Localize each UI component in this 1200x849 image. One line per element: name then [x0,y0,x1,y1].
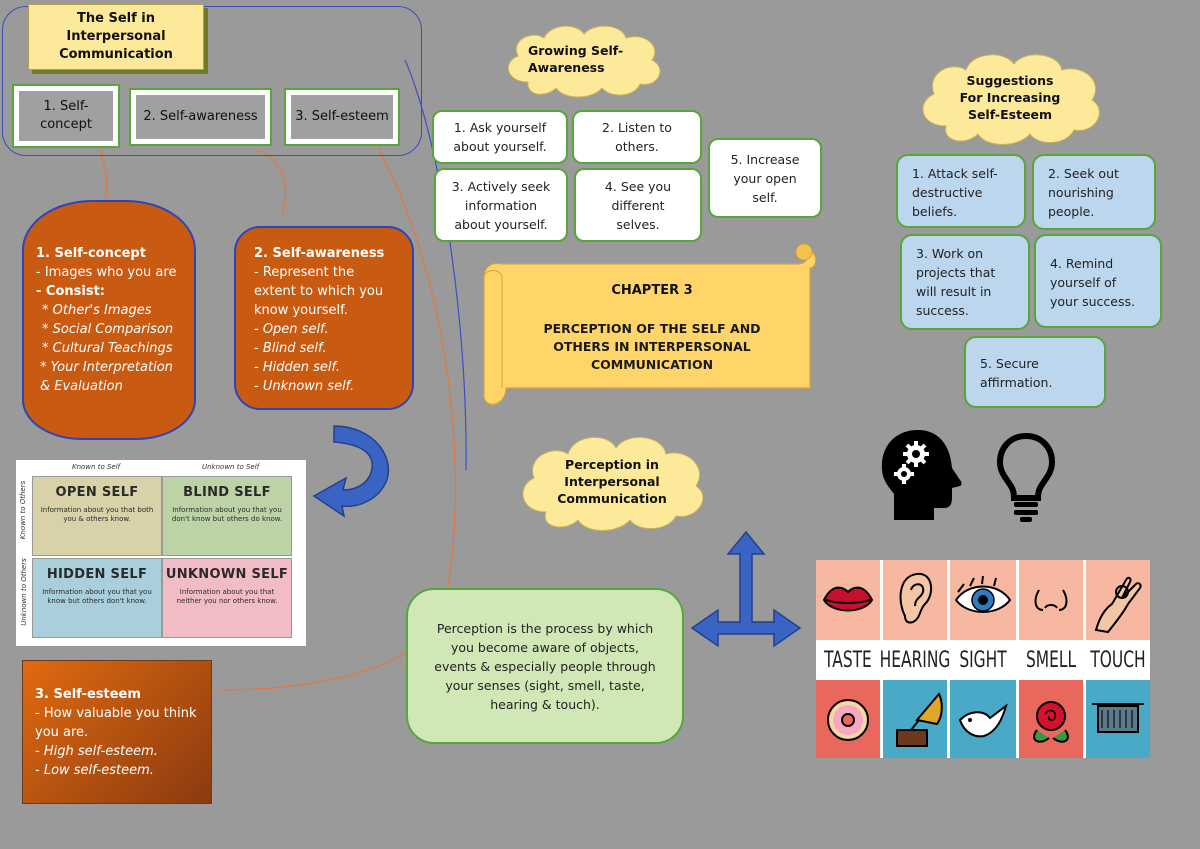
sub-box-self-concept: 1. Self-concept [12,84,120,148]
gramophone-icon [896,692,943,747]
suggestions-title: Suggestions For Increasing Self-Esteem [959,72,1061,122]
johari-unknown-self: UNKNOWN SELF Information about you that … [162,558,292,638]
self-esteem-card: 3. Self-esteem - How valuable you think … [22,660,212,804]
self-awareness-heading: 2. Self-awareness [254,246,385,261]
head-gears-icon [881,430,962,520]
perception-cloud-title: Perception in Interpersonal Communicatio… [557,456,667,506]
sub-box-self-esteem: 3. Self-esteem [284,88,400,146]
perception-definition: Perception is the process by which you b… [406,588,684,744]
suggestion-tip-1: 1. Attack self-destructive beliefs. [896,154,1026,228]
taste-cell [816,560,880,640]
suggestions-cloud: Suggestions For Increasing Self-Esteem [912,46,1108,148]
four-way-arrow-icon [690,530,802,648]
johari-open-self: OPEN SELF Information about you that bot… [32,476,162,556]
nose-icon [1034,589,1068,611]
touch-bottom-cell [1086,680,1150,758]
cloud-shape [922,54,1100,145]
self-concept-card: 1. Self-concept - Images who you are - C… [22,200,196,440]
growing-tip-1: 1. Ask yourself about yourself. [432,110,568,164]
touch-cell [1086,560,1150,640]
hand-icon [1094,576,1142,634]
lightbulb-icon [996,432,1056,522]
growing-tip-2: 2. Listen to others. [572,110,702,164]
suggestion-tip-3: 3. Work on projects that will result in … [900,234,1030,330]
knitting-icon [1092,703,1144,733]
sight-cell [950,560,1016,640]
hearing-cell [883,560,947,640]
sense-label-sight: SIGHT [959,647,1007,673]
bird-icon [958,703,1008,738]
sense-label-smell: SMELL [1025,647,1077,673]
growing-tip-5: 5. Increase your open self. [708,138,822,218]
johari-hidden-self: HIDDEN SELF Information about you that y… [32,558,162,638]
growing-self-awareness-cloud: Growing Self-Awareness [498,18,668,100]
sense-label-touch: TOUCH [1090,647,1146,673]
taste-bottom-cell [816,680,880,758]
self-esteem-heading: 3. Self-esteem [35,687,141,702]
sense-label-hearing: HEARING [879,647,951,673]
chapter-label: CHAPTER 3 [611,282,693,298]
self-awareness-card: 2. Self-awareness - Represent the extent… [234,226,414,410]
sight-bottom-cell [950,680,1016,758]
chapter-title: PERCEPTION OF THE SELF AND OTHERS IN INT… [543,321,761,372]
self-concept-heading: 1. Self-concept [36,246,146,261]
cloud-shape [507,25,661,98]
sub-box-self-awareness: 2. Self-awareness [129,88,272,146]
senses-grid: TASTE HEARING SIGHT SMELL TOUCH [816,560,1150,758]
suggestion-tip-4: 4. Remind yourself of your success. [1034,234,1162,328]
eye-icon [954,575,1012,613]
suggestion-tip-5: 5. Secure affirmation. [964,336,1106,408]
rose-icon [1033,701,1069,743]
johari-col-unknown: Unknown to Self [202,463,260,471]
donut-icon [827,699,869,741]
smell-cell [1019,560,1083,640]
growing-tip-4: 4. See you different selves. [574,168,702,242]
smell-bottom-cell [1019,680,1083,758]
ear-icon [899,572,933,624]
suggestion-tip-2: 2. Seek out nourishing people. [1032,154,1156,230]
curved-arrow-icon [312,425,390,518]
growing-title: Growing Self-Awareness [528,43,624,75]
chapter-scroll-shape [483,243,817,405]
johari-row-known: Known to Others [19,480,28,540]
johari-window: Known to Self Unknown to Self Known to O… [16,460,306,646]
johari-col-known: Known to Self [72,463,121,471]
hearing-bottom-cell [883,680,947,758]
growing-tip-3: 3. Actively seek information about yours… [434,168,568,242]
section-title: The Self in Interpersonal Communication [28,4,204,70]
johari-row-unknown: Unknown to Others [19,558,28,626]
johari-blind-self: BLIND SELF Information about you that yo… [162,476,292,556]
cloud-shape [522,436,704,531]
self-section-frame [2,6,422,156]
sense-label-taste: TASTE [824,647,872,673]
lips-icon [822,586,874,612]
perception-cloud: Perception in Interpersonal Communicatio… [512,428,712,534]
